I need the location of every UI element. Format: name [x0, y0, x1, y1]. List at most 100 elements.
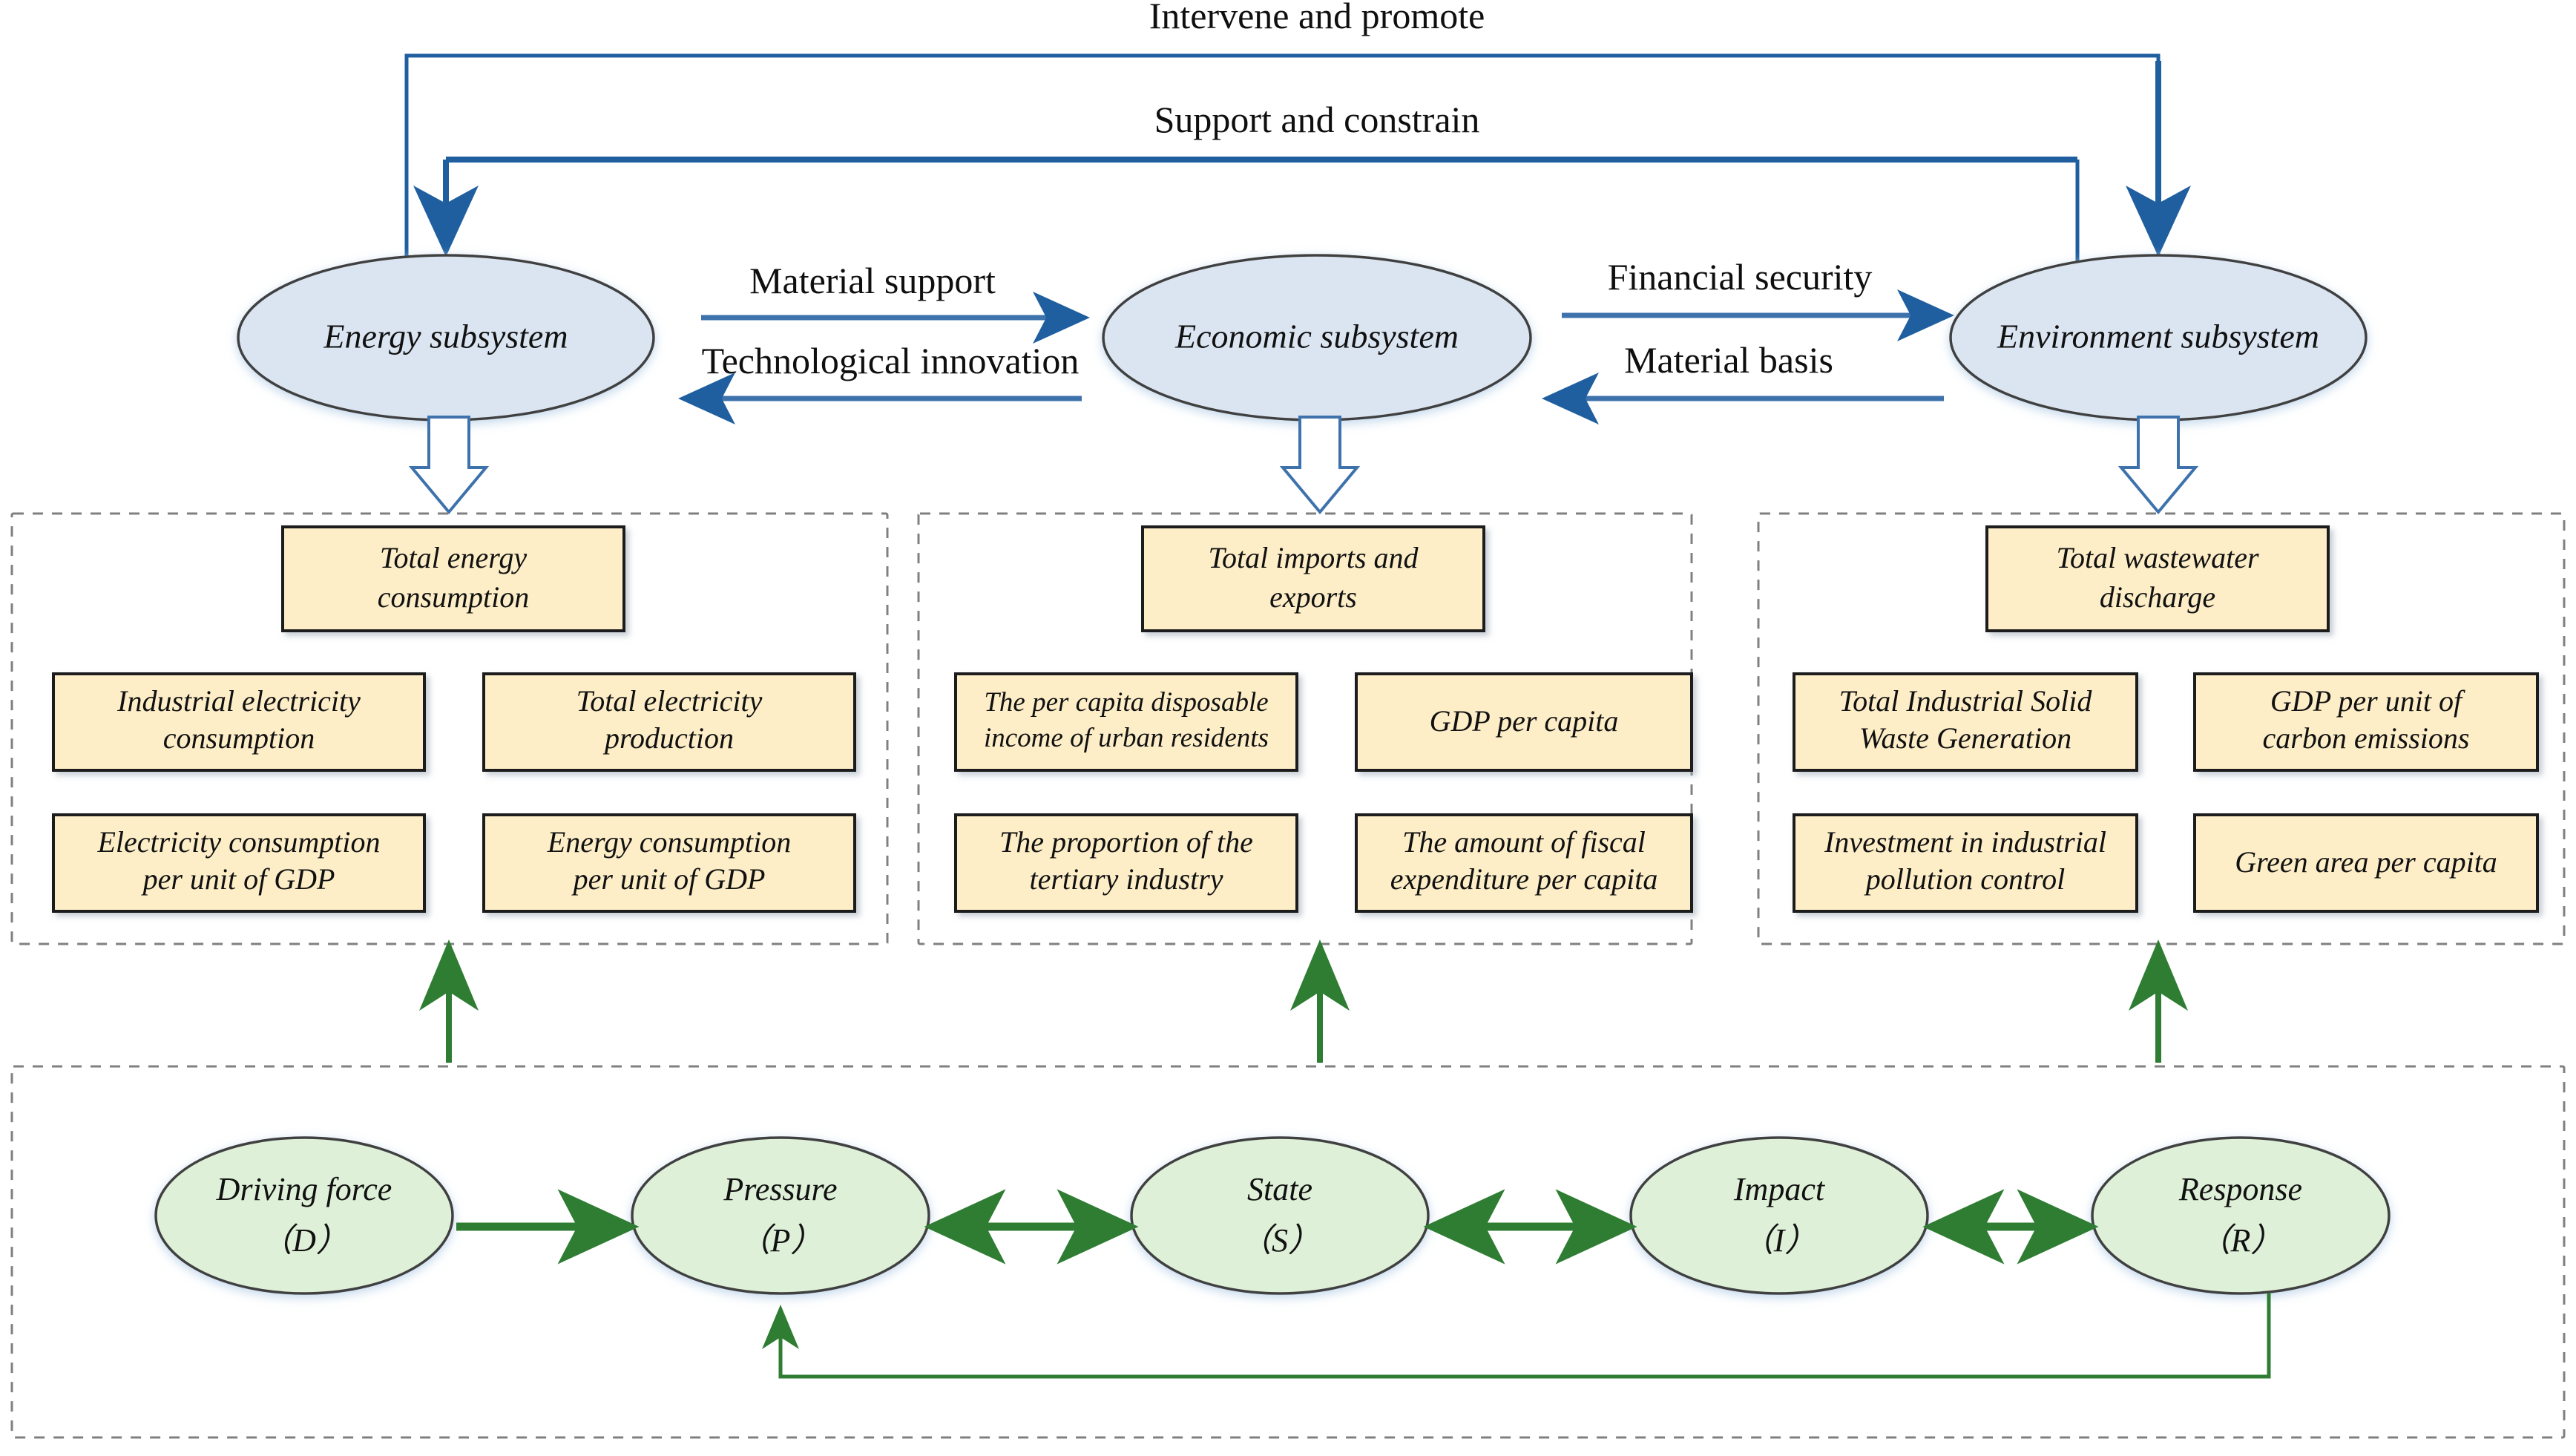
indicator-card-shape — [52, 813, 426, 913]
indicator-card-shape — [2193, 672, 2539, 772]
pressure-name: Pressure — [723, 1171, 837, 1207]
indicator-card-total-wastewater-discharge[interactable]: Total wastewater discharge — [1985, 525, 2330, 632]
indicator-line-1: Electricity consumption — [96, 825, 380, 859]
indicator-line-2: pollution control — [1864, 862, 2066, 896]
indicator-card-shape — [1355, 672, 1693, 772]
link-material-support-label: Material support — [749, 260, 996, 301]
indicator-card-shape — [954, 672, 1298, 772]
block-arrow-energy-to-indicators — [408, 416, 490, 515]
indicator-line-2: expenditure per capita — [1390, 862, 1658, 896]
subsystem-environment-label: Environment subsystem — [1997, 318, 2319, 355]
response-code: （R） — [2198, 1222, 2284, 1259]
subsystem-energy[interactable]: Energy subsystem — [237, 254, 655, 422]
impact-code: （I） — [1741, 1222, 1818, 1259]
link-financial-security: Financial security — [1562, 256, 1954, 341]
indicator-line-1: The proportion of the — [999, 825, 1253, 859]
indicator-card-electricity-consumption-per-unit-gdp[interactable]: Electricity consumption per unit of GDP — [52, 813, 426, 913]
pressure-code: （P） — [738, 1222, 824, 1259]
indicator-card-shape — [1141, 525, 1485, 632]
link-intervene-and-promote: Intervene and promote — [404, 0, 2191, 261]
group-box-dpsir — [10, 1065, 2566, 1439]
impact-ellipse-shape — [1629, 1136, 1929, 1295]
indicator-card-shape — [482, 813, 856, 913]
indicator-card-energy-consumption-per-unit-gdp[interactable]: Energy consumption per unit of GDP — [482, 813, 856, 913]
dpsir-node-driving-force[interactable]: Driving force （D） — [154, 1136, 454, 1295]
indicator-line-1: Total electricity — [576, 684, 763, 718]
indicator-line-2: consumption — [163, 721, 315, 755]
indicator-line-2: exports — [1269, 580, 1357, 614]
indicator-line-1: Total Industrial Solid — [1839, 684, 2093, 718]
indicator-line-2: tertiary industry — [1029, 862, 1223, 896]
indicator-card-shape — [954, 813, 1298, 913]
indicator-card-shape — [52, 672, 426, 772]
state-name: State — [1247, 1171, 1312, 1207]
subsystem-environment[interactable]: Environment subsystem — [1949, 254, 2368, 422]
link-material-support: Material support — [701, 260, 1090, 344]
subsystem-economic[interactable]: Economic subsystem — [1102, 254, 1532, 422]
indicator-line-1: GDP per capita — [1430, 704, 1619, 738]
indicator-line-1: Industrial electricity — [116, 684, 361, 718]
indicator-line-2: Waste Generation — [1859, 721, 2071, 755]
indicator-card-shape — [1793, 672, 2138, 772]
indicator-line-1: Energy consumption — [547, 825, 791, 859]
indicator-card-gdp-per-unit-carbon-emissions[interactable]: GDP per unit of carbon emissions — [2193, 672, 2539, 772]
link-intervene-label: Intervene and promote — [1149, 0, 1485, 36]
link-support-label: Support and constrain — [1154, 99, 1480, 140]
indicator-line-1: Investment in industrial — [1824, 825, 2106, 859]
dpsir-node-pressure[interactable]: Pressure （P） — [631, 1136, 930, 1295]
indicator-card-total-industrial-solid-waste[interactable]: Total Industrial Solid Waste Generation — [1793, 672, 2138, 772]
indicator-card-green-area-per-capita[interactable]: Green area per capita — [2193, 813, 2539, 913]
response-ellipse-shape — [2091, 1136, 2391, 1295]
subsystem-energy-label: Energy subsystem — [323, 318, 568, 355]
indicator-card-per-capita-disposable-income[interactable]: The per capita disposable income of urba… — [954, 672, 1298, 772]
indicator-line-1: Total wastewater — [2056, 541, 2258, 574]
indicator-card-total-energy-consumption[interactable]: Total energy consumption — [281, 525, 625, 632]
indicator-line-2: consumption — [378, 580, 529, 614]
indicator-card-total-electricity-production[interactable]: Total electricity production — [482, 672, 856, 772]
indicator-card-fiscal-expenditure-per-capita[interactable]: The amount of fiscal expenditure per cap… — [1355, 813, 1693, 913]
indicator-line-2: production — [602, 721, 734, 755]
indicator-line-2: per unit of GDP — [571, 862, 766, 896]
dpsir-node-state[interactable]: State （S） — [1130, 1136, 1430, 1295]
driving-force-name: Driving force — [216, 1171, 392, 1207]
indicator-card-shape — [1793, 813, 2138, 913]
indicator-card-shape — [2193, 813, 2539, 913]
state-code: （S） — [1239, 1222, 1321, 1259]
indicator-card-proportion-tertiary-industry[interactable]: The proportion of the tertiary industry — [954, 813, 1298, 913]
indicator-card-shape — [281, 525, 625, 632]
indicator-line-2: discharge — [2100, 580, 2215, 614]
dpsir-node-impact[interactable]: Impact （I） — [1629, 1136, 1929, 1295]
indicator-line-2: per unit of GDP — [141, 862, 335, 896]
dpsir-node-response[interactable]: Response （R） — [2091, 1136, 2391, 1295]
dpsir-feedback-response-to-pressure — [762, 1293, 2271, 1379]
subsystem-economic-label: Economic subsystem — [1174, 318, 1459, 355]
indicator-card-shape — [1985, 525, 2330, 632]
link-technological-innovation: Technological innovation — [678, 340, 1082, 424]
driving-force-code: （D） — [260, 1222, 349, 1259]
indicator-card-total-imports-and-exports[interactable]: Total imports and exports — [1141, 525, 1485, 632]
indicator-line-1: The amount of fiscal — [1402, 825, 1646, 859]
link-support-and-constrain: Support and constrain — [413, 99, 2080, 261]
block-arrow-environment-to-indicators — [2117, 416, 2199, 515]
indicator-card-gdp-per-capita[interactable]: GDP per capita — [1355, 672, 1693, 772]
indicator-line-1: Total energy — [380, 541, 527, 574]
indicator-line-2: carbon emissions — [2263, 721, 2470, 755]
link-material-basis: Material basis — [1542, 339, 1944, 424]
block-arrow-economic-to-indicators — [1279, 416, 1361, 515]
driving-force-ellipse-shape — [154, 1136, 454, 1295]
state-ellipse-shape — [1130, 1136, 1430, 1295]
indicator-card-shape — [1355, 813, 1693, 913]
response-name: Response — [2178, 1171, 2302, 1207]
indicator-card-industrial-electricity-consumption[interactable]: Industrial electricity consumption — [52, 672, 426, 772]
impact-name: Impact — [1733, 1171, 1826, 1207]
pressure-ellipse-shape — [631, 1136, 930, 1295]
indicator-line-1: Green area per capita — [2235, 845, 2497, 879]
link-material-basis-label: Material basis — [1624, 339, 1833, 381]
indicator-line-1: The per capita disposable — [984, 687, 1268, 718]
link-technological-innovation-label: Technological innovation — [702, 340, 1080, 381]
indicator-card-investment-industrial-pollution-control[interactable]: Investment in industrial pollution contr… — [1793, 813, 2138, 913]
indicator-line-2: income of urban residents — [984, 723, 1269, 753]
indicator-line-1: GDP per unit of — [2270, 684, 2465, 718]
